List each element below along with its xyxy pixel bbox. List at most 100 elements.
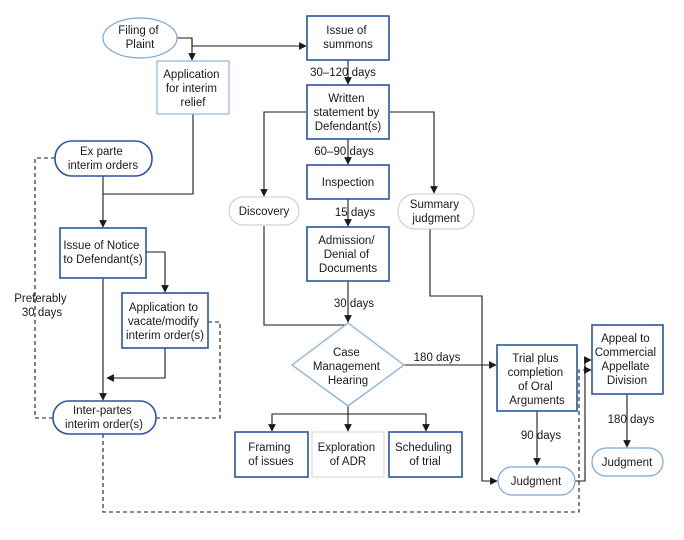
label-15-days: 15 days — [335, 207, 376, 219]
judgment-appeal-label: Judgment — [602, 457, 653, 469]
node-inspection: Inspection — [306, 164, 390, 200]
node-trial-plus: Trial plus completion of Oral Arguments — [496, 344, 578, 412]
node-written-statement: Written statement by Defendant(s) — [306, 84, 390, 140]
edge-plaint-to-summons — [176, 37, 307, 50]
svg-text:Scheduling of trial: Scheduling of trial — [395, 442, 455, 468]
node-ex-parte-orders: Ex parte interim orders — [54, 140, 153, 177]
framing-line2: of issues — [248, 456, 294, 468]
appeal-line1: Appeal to — [601, 333, 650, 345]
vacate-line1: Application to — [129, 302, 198, 314]
trial-line2: completion — [508, 367, 564, 379]
edge-interim-relief-to-notice — [103, 114, 194, 195]
node-issue-of-notice: Issue of Notice to Defendant(s) — [59, 227, 147, 279]
judgment-main-label: Judgment — [511, 476, 562, 488]
edge-cmh-to-scheduling — [348, 413, 430, 432]
appeal-line4: Division — [607, 375, 647, 387]
svg-text:Appeal to Commercial: Appeal to Commercial Appellate Division — [595, 333, 660, 387]
node-discovery: Discovery — [228, 196, 300, 226]
edge-cmh-to-framing — [268, 406, 349, 432]
preferably-line1: Preferably — [14, 293, 67, 305]
edge-vacate-to-interpartes — [106, 348, 166, 382]
svg-text:Filing of Plaint: Filing of Plaint — [118, 25, 161, 51]
label-30-120-days: 30–120 days — [310, 67, 376, 79]
discovery-label: Discovery — [239, 206, 290, 218]
filing-of-plaint-line1: Filing of — [118, 25, 159, 37]
svg-text:Discovery: Discovery — [239, 206, 290, 218]
node-filing-of-plaint: Filing of Plaint — [102, 17, 178, 59]
svg-text:Judgment: Judgment — [602, 457, 653, 469]
cmh-line3: Hearing — [328, 375, 368, 387]
vacate-line2: vacate/modify — [128, 316, 199, 328]
scheduling-line1: Scheduling — [395, 442, 452, 454]
svg-text:Case Management He: Case Management Hearing — [313, 347, 383, 387]
admission-line3: Documents — [319, 263, 377, 275]
interim-relief-line3: relief — [181, 97, 207, 109]
svg-text:Inspection: Inspection — [322, 177, 374, 189]
node-scheduling-of-trial: Scheduling of trial — [388, 431, 463, 478]
node-exploration-adr: Exploration of ADR — [311, 431, 385, 478]
svg-text:Written statement by: Written statement by Defendant(s) — [313, 93, 382, 133]
node-admission-denial: Admission/ Denial of Documents — [306, 226, 390, 282]
written-statement-line3: Defendant(s) — [315, 121, 382, 133]
trial-line4: Arguments — [509, 395, 565, 407]
edge-discovery-to-cmh — [263, 226, 346, 326]
inter-partes-line1: Inter-partes — [73, 405, 132, 417]
svg-text:Application for interim: Application for interim relief — [163, 69, 222, 109]
label-180-days-appeal: 180 days — [608, 414, 655, 426]
node-inter-partes-orders: Inter-partes interim order(s) — [52, 400, 157, 435]
edge-judgment-to-appeal — [575, 356, 592, 482]
node-application-interim-relief: Application for interim relief — [156, 60, 230, 115]
edge-exparte-dashed-loop — [34, 157, 55, 419]
svg-text:Inter-partes interim ord: Inter-partes interim order(s) — [65, 405, 143, 431]
summons-line1: Issue of — [326, 25, 367, 37]
edge-ws-to-discovery — [260, 111, 306, 197]
svg-text:Ex parte interim orders: Ex parte interim orders — [68, 146, 139, 172]
filing-of-plaint-line2: Plaint — [126, 39, 156, 51]
node-application-vacate: Application to vacate/modify interim ord… — [121, 292, 209, 349]
written-statement-line2: statement by — [313, 107, 379, 119]
summary-judgment-line1: Summary — [410, 199, 459, 211]
svg-text:Admission/ Denial of: Admission/ Denial of Documents — [318, 235, 377, 275]
cmh-line1: Case — [333, 347, 360, 359]
label-180-days-trial: 180 days — [414, 352, 461, 364]
edge-notice-to-vacate — [146, 251, 169, 293]
admission-line2: Denial of — [324, 249, 370, 261]
svg-text:Trial plus completion: Trial plus completion of Oral Arguments — [508, 353, 567, 407]
preferably-line2: 30 days — [22, 307, 63, 319]
framing-line1: Framing — [248, 442, 290, 454]
scheduling-line2: of trial — [409, 456, 440, 468]
node-case-management-hearing: Case Management Hearing — [290, 322, 406, 407]
inter-partes-line2: interim order(s) — [65, 419, 143, 431]
ex-parte-line1: Ex parte — [80, 146, 123, 158]
label-60-90-days: 60–90 days — [314, 146, 374, 158]
node-issue-of-summons: Issue of summons — [306, 15, 390, 61]
svg-text:Framing of issues: Framing of issues — [248, 442, 294, 468]
admission-line1: Admission/ — [318, 235, 375, 247]
summary-judgment-line2: judgment — [411, 213, 460, 225]
connectors — [34, 37, 631, 513]
edge-summary-to-judgment — [429, 229, 498, 485]
svg-text:Issue of Notice to Defen: Issue of Notice to Defendant(s) — [63, 240, 142, 266]
svg-text:Summary judgment: Summary judgment — [410, 199, 462, 225]
label-90-days: 90 days — [521, 430, 562, 442]
issue-notice-line2: to Defendant(s) — [63, 254, 142, 266]
trial-line1: Trial plus — [512, 353, 558, 365]
label-30-days: 30 days — [334, 298, 375, 310]
node-appeal: Appeal to Commercial Appellate Division — [591, 324, 664, 395]
written-statement-line1: Written — [328, 93, 364, 105]
svg-text:Exploration of ADR: Exploration of ADR — [318, 442, 379, 468]
summons-line2: summons — [323, 39, 373, 51]
interim-relief-line2: for interim — [166, 83, 217, 95]
trial-line3: of Oral — [518, 381, 553, 393]
svg-text:Judgment: Judgment — [511, 476, 562, 488]
ex-parte-line2: interim orders — [68, 160, 139, 172]
cmh-line2: Management — [313, 361, 381, 373]
svg-text:Application to vacate/mo: Application to vacate/modify interim ord… — [126, 302, 204, 342]
adr-line2: of ADR — [330, 456, 366, 468]
edge-vacate-dashed-loop — [156, 321, 221, 419]
appeal-line3: Appellate — [601, 361, 649, 373]
inspection-label: Inspection — [322, 177, 374, 189]
issue-notice-line1: Issue of Notice — [63, 240, 139, 252]
